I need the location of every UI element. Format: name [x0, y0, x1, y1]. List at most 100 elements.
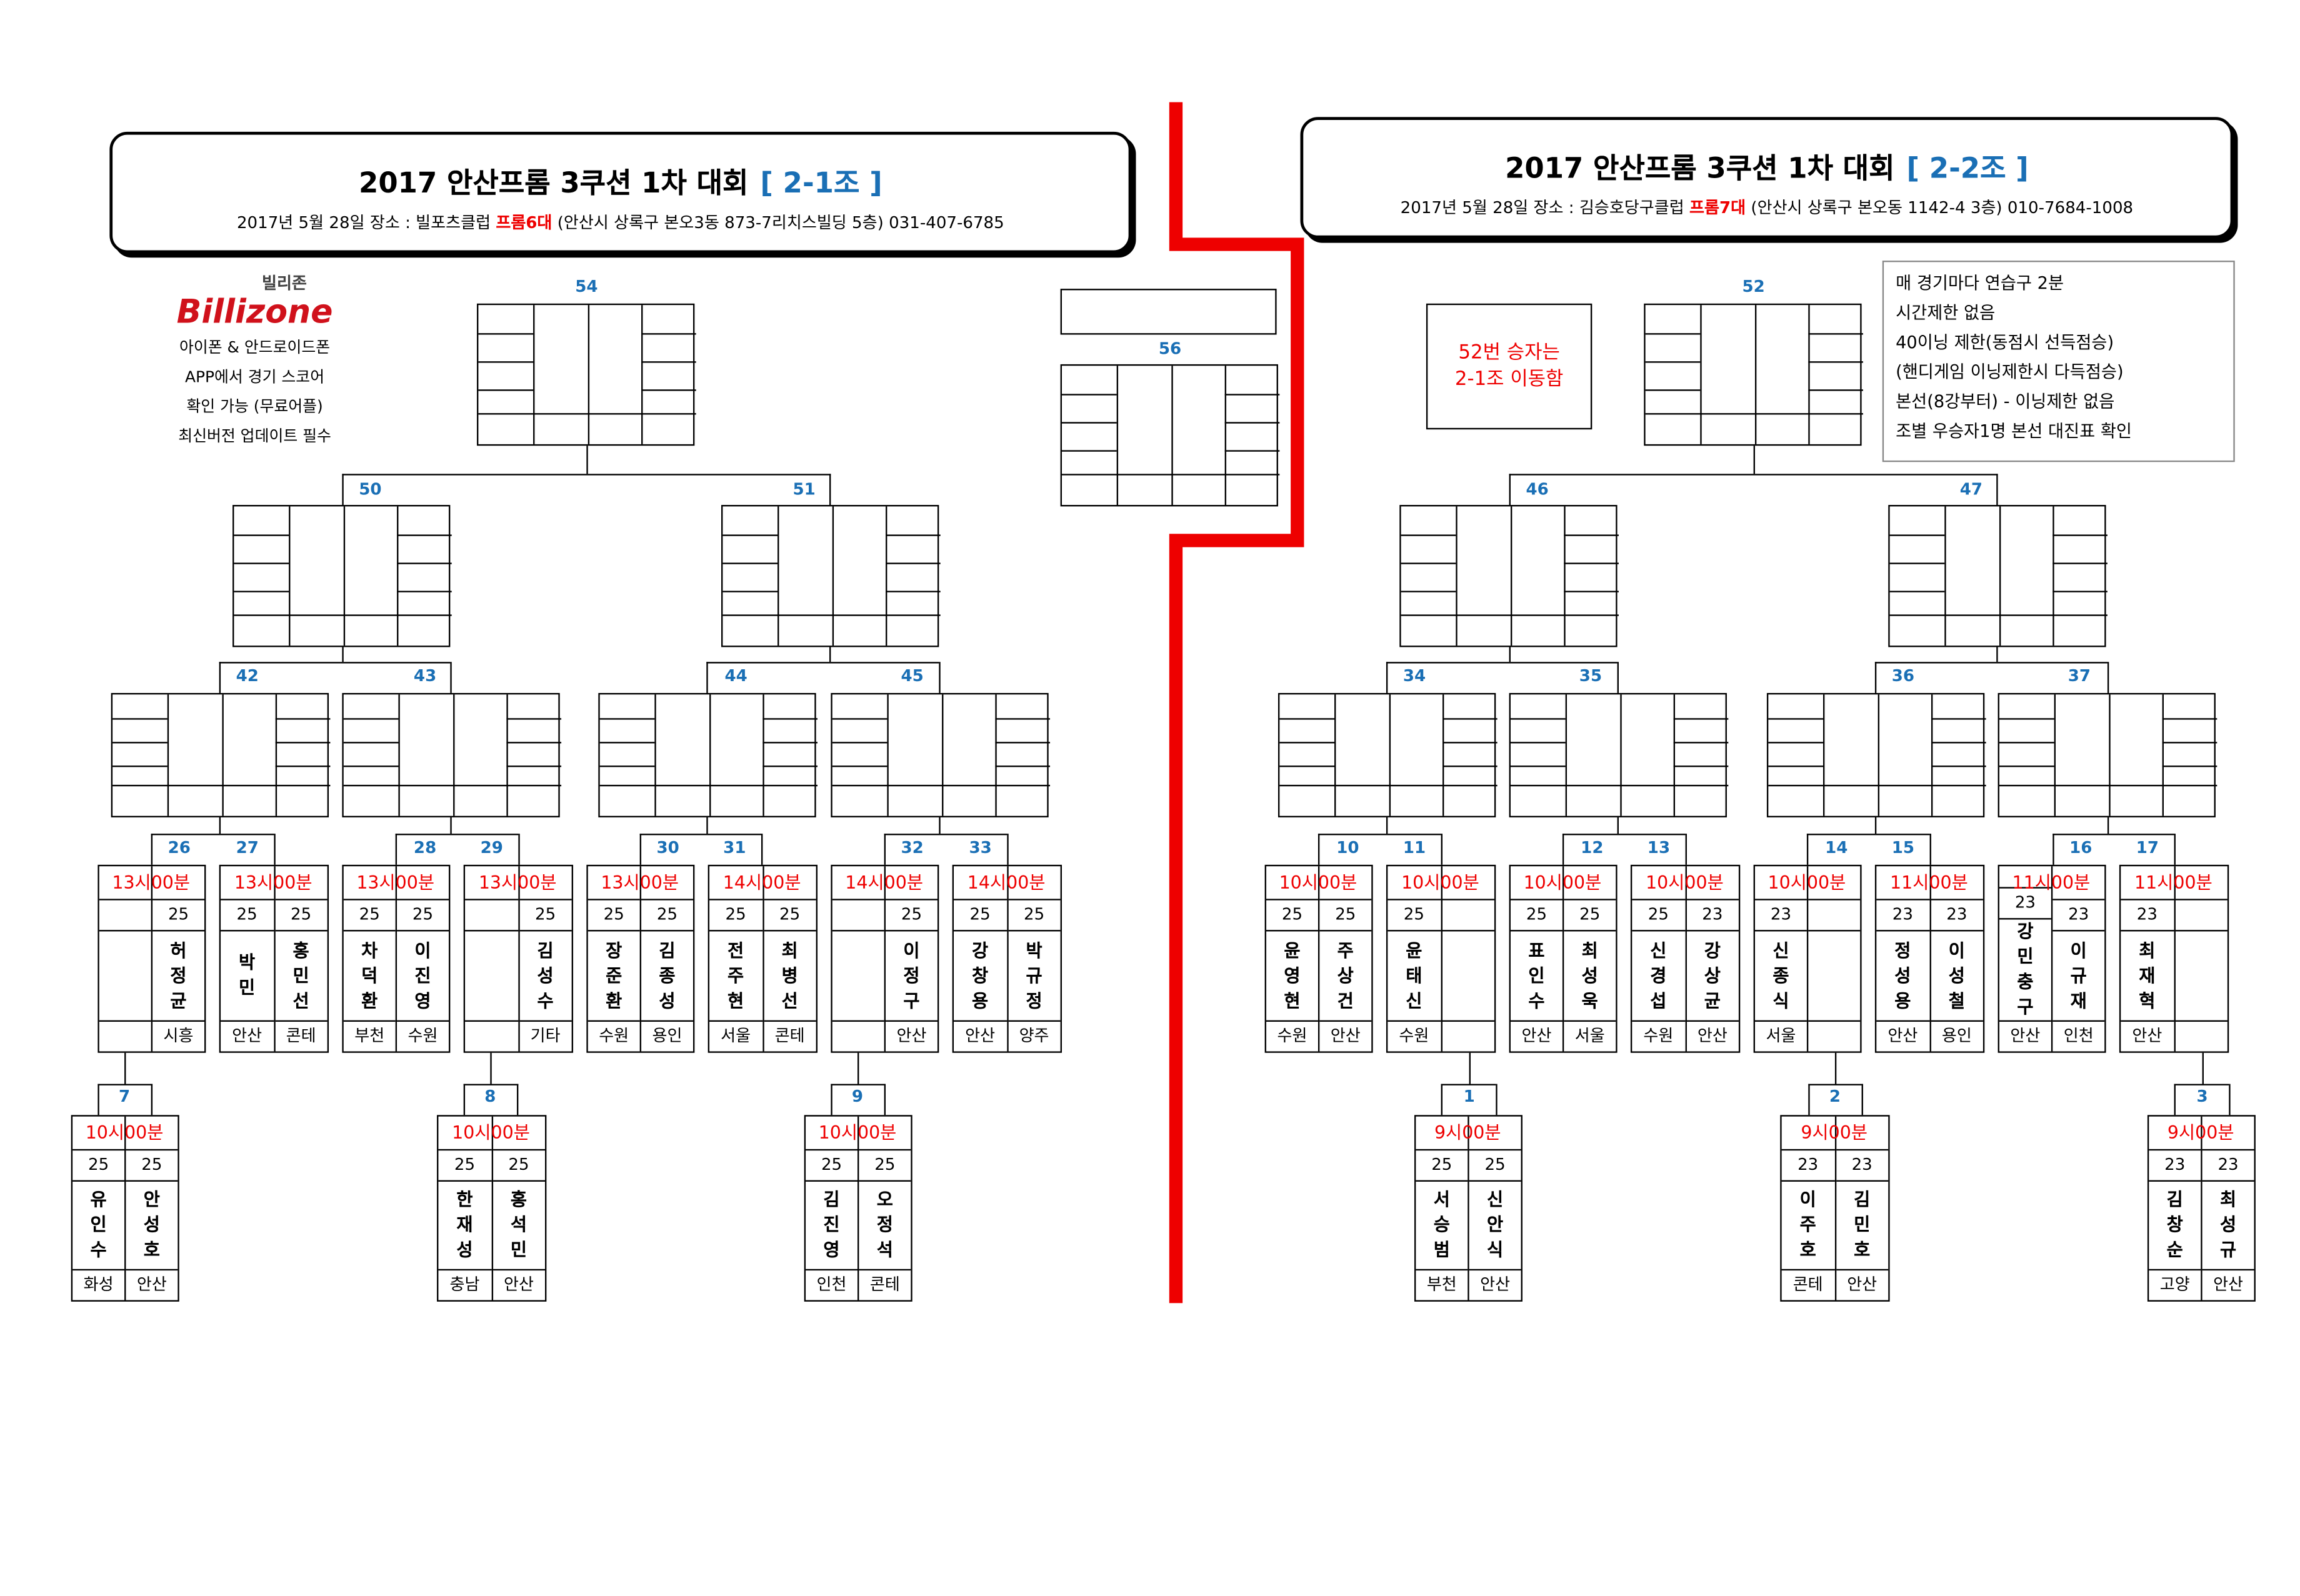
match-number-m12: 12 — [1581, 838, 1604, 857]
grid-row — [1510, 766, 1566, 767]
match-time-cell — [1930, 866, 1983, 900]
player-name: 이규재 — [2070, 939, 2087, 1011]
grid-col — [1808, 305, 1811, 444]
player-name: 홍석민 — [510, 1189, 528, 1260]
grid-col — [1877, 694, 1879, 816]
player-name-cell: 이정구 — [886, 931, 938, 1022]
handicap-score — [465, 900, 518, 932]
player-name-cell: 김창순 — [2149, 1182, 2201, 1271]
grid-row — [1931, 742, 1986, 744]
grid-col — [452, 694, 454, 816]
player-region: 안산 — [965, 1026, 996, 1045]
bracket-line — [939, 817, 941, 834]
player-name: 강민충구 — [2017, 920, 2034, 1017]
handicap-score: 25 — [1510, 900, 1562, 932]
bracket-line — [490, 1052, 492, 1084]
player-name-cell: 최성욱 — [1564, 931, 1616, 1022]
grid-row — [1062, 394, 1117, 396]
player-name-cell — [99, 931, 151, 1022]
match-46 — [1399, 505, 1619, 647]
match-number-m31: 31 — [723, 838, 746, 857]
bracket-line — [450, 662, 452, 693]
grid-bottom — [1999, 784, 2218, 816]
logo-line-1: 아이폰 & 안드로이드폰 — [179, 339, 331, 357]
match-47 — [1888, 505, 2108, 647]
left-group: [ 2-1조 ] — [760, 167, 882, 200]
bracket-line — [219, 662, 451, 664]
match-number-m13: 13 — [1647, 838, 1671, 857]
grid-col — [2052, 506, 2055, 646]
grid-col — [1699, 305, 1702, 444]
bracket-line — [884, 834, 886, 865]
bracket-line — [342, 474, 344, 506]
left-title-text: 2017 안산프롬 3쿠션 1차 대회 — [358, 167, 749, 200]
player-name-cell: 최재혁 — [2121, 931, 2174, 1022]
player-name: 윤영현 — [1284, 939, 1301, 1011]
player-name: 김민호 — [1854, 1189, 1871, 1260]
player-name-cell: 신안식 — [1469, 1182, 1521, 1271]
grid-col — [587, 305, 589, 444]
handicap-score: 25 — [72, 1150, 125, 1182]
grid-row — [1674, 742, 1729, 744]
player-name-cell: 윤영현 — [1266, 931, 1318, 1022]
handicap-score: 25 — [1632, 900, 1685, 932]
match-time-cell: 9시00분 — [2149, 1117, 2234, 1151]
player-name: 최성규 — [2219, 1189, 2237, 1260]
bracket-line — [1861, 1084, 1863, 1115]
match-number-m8: 8 — [484, 1087, 496, 1107]
handicap-score: 25 — [126, 1150, 178, 1182]
handicap-score: 25 — [859, 1150, 911, 1182]
player-name: 이성철 — [1948, 939, 1965, 1011]
player-region: 수원 — [408, 1026, 438, 1045]
player-region — [465, 1022, 518, 1051]
player-name-cell: 이규재 — [2052, 931, 2105, 1022]
grid-row — [1889, 562, 1944, 564]
grid-row — [2162, 742, 2218, 744]
match-time-cell — [886, 866, 938, 900]
match-time-cell — [397, 866, 449, 900]
match-time: 9시00분 — [2167, 1122, 2234, 1144]
player-name: 최재혁 — [2139, 939, 2156, 1011]
rule-6: 조별 우승자1명 본선 대진표 확인 — [1896, 420, 2132, 442]
grid-row — [397, 534, 452, 536]
right-info-address: (안산시 상록구 본오동 1142-4 3층) 010-7684-1008 — [1746, 198, 2134, 218]
player-name-cell: 윤태신 — [1388, 931, 1441, 1022]
grid-bottom — [1510, 784, 1729, 816]
grid-col — [1822, 694, 1824, 816]
grid-col — [1619, 694, 1621, 816]
grid-col — [941, 694, 943, 816]
bracket-line — [1441, 1084, 1496, 1085]
match-time: 13시00분 — [356, 872, 435, 893]
handicap-score — [832, 900, 884, 932]
player-region: 충남 — [449, 1275, 480, 1295]
player-name: 이정구 — [903, 939, 920, 1011]
grid-bottom — [599, 784, 818, 816]
handicap-score: 25 — [1266, 900, 1318, 932]
player-region: 수원 — [1399, 1026, 1429, 1045]
bracket-line — [1753, 446, 1755, 474]
player-name-cell: 장준환 — [588, 931, 640, 1022]
player-region: 안산 — [1330, 1026, 1361, 1045]
match-time: 11시00분 — [2134, 872, 2212, 893]
match-34 — [1278, 692, 1498, 818]
logo-kr: 빌리존 — [261, 274, 307, 294]
bracket-line — [1562, 834, 1564, 865]
match-number-m29: 29 — [480, 838, 503, 857]
handicap-score: 25 — [709, 900, 762, 932]
player-name: 강창용 — [971, 939, 989, 1011]
grid-row — [2162, 766, 2218, 767]
handicap-score: 23 — [2052, 900, 2105, 932]
player-region: 양주 — [1019, 1026, 1049, 1045]
player-name: 정성용 — [1894, 939, 1911, 1011]
grid-col — [532, 305, 534, 444]
match-time-cell: 14시00분 — [832, 866, 923, 900]
